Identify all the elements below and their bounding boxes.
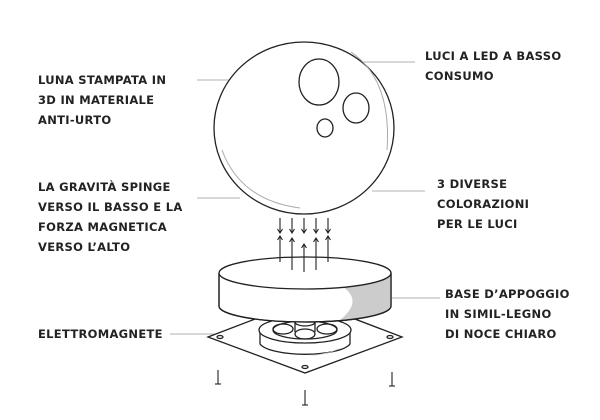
electromagnet — [258, 316, 352, 356]
moon-sphere — [213, 41, 395, 215]
up-arrow — [301, 242, 307, 272]
down-arrow — [301, 218, 307, 235]
label-moon: LUNA STAMPATA IN 3D IN MATERIALE ANTI-UR… — [38, 70, 166, 130]
up-arrow — [325, 234, 331, 262]
force-arrows — [277, 218, 331, 235]
wooden-base — [218, 256, 392, 323]
label-line: DI NOCE CHIARO — [445, 327, 557, 341]
label-line: ANTI-URTO — [38, 113, 112, 127]
crater-small — [316, 118, 334, 138]
label-line: VERSO L’ALTO — [38, 240, 131, 254]
label-gravity: LA GRAVITÀ SPINGE VERSO IL BASSO E LA FO… — [38, 177, 183, 257]
crater-medium — [342, 92, 370, 124]
up-arrow — [289, 236, 295, 270]
crater-large — [298, 58, 340, 106]
label-electromagnet: ELETTROMAGNETE — [38, 324, 163, 344]
label-colors: 3 DIVERSE COLORAZIONI PER LE LUCI — [437, 174, 529, 234]
leader-lines — [170, 61, 440, 335]
label-line: 3D IN MATERIALE — [38, 93, 155, 107]
label-line: COLORAZIONI — [437, 197, 530, 211]
down-arrow — [289, 218, 295, 235]
label-line: IN SIMIL-LEGNO — [445, 307, 552, 321]
down-arrow — [325, 218, 331, 235]
label-line: 3 DIVERSE — [437, 177, 508, 191]
up-arrow — [313, 236, 319, 270]
label-line: BASE D’APPOGGIO — [445, 287, 570, 301]
label-line: ELETTROMAGNETE — [38, 327, 163, 341]
label-line: LUCI A LED A BASSO — [425, 49, 562, 63]
label-line: LA GRAVITÀ SPINGE — [38, 180, 171, 194]
down-arrow — [277, 218, 283, 235]
screws — [215, 370, 395, 406]
label-base: BASE D’APPOGGIO IN SIMIL-LEGNO DI NOCE C… — [445, 284, 570, 344]
label-line: LUNA STAMPATA IN — [38, 73, 167, 87]
down-arrow — [313, 218, 319, 235]
up-arrow — [277, 234, 283, 262]
label-line: FORZA MAGNETICA — [38, 220, 167, 234]
label-leds: LUCI A LED A BASSO CONSUMO — [425, 46, 561, 86]
label-line: VERSO IL BASSO E LA — [38, 200, 183, 214]
label-line: PER LE LUCI — [437, 217, 518, 231]
label-line: CONSUMO — [425, 69, 494, 83]
